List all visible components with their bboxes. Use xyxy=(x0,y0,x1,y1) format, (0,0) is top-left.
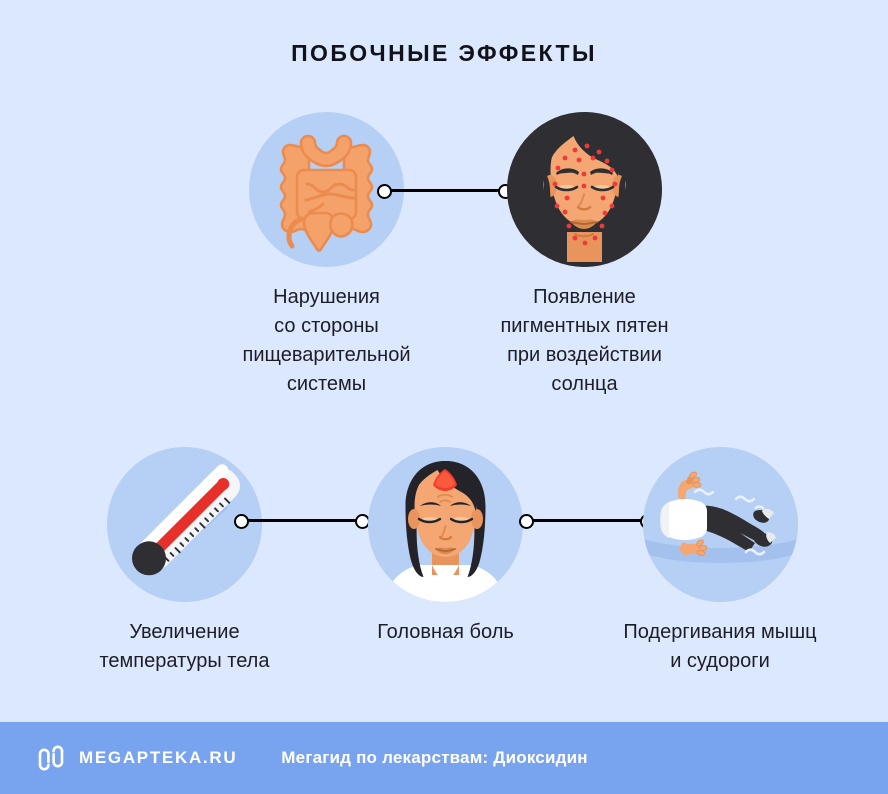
effect-caption-pigment-spots: Появление пигментных пятен при воздейств… xyxy=(500,286,669,395)
connector-row2-left xyxy=(234,512,370,529)
effect-item-pigment-spots: Появление пигментных пятен при воздейств… xyxy=(467,112,702,399)
connector-node-start xyxy=(234,513,249,529)
thermometer-icon xyxy=(107,447,262,602)
effect-caption-fever: Увеличение температуры тела xyxy=(99,621,270,672)
connector-line xyxy=(525,518,649,522)
effect-icon-circle-headache xyxy=(368,447,523,602)
footer-brand-label[interactable]: MEGAPTEKA.RU xyxy=(79,748,238,767)
page-title: ПОБОЧНЫЕ ЭФФЕКТЫ xyxy=(291,40,597,66)
footer-bar: MEGAPTEKA.RU Мегагид по лекарствам: Диок… xyxy=(0,722,888,794)
connector-node-start xyxy=(519,513,534,529)
convulsing-person-icon xyxy=(642,447,798,602)
intestines-icon xyxy=(279,134,374,252)
face-with-pigment-spots-icon xyxy=(507,112,662,267)
effect-item-digestive: Нарушения со стороны пищеварительной сис… xyxy=(214,112,439,399)
connector-node-start xyxy=(377,183,392,199)
effect-caption-digestive: Нарушения со стороны пищеварительной сис… xyxy=(242,286,411,395)
connector-line xyxy=(383,188,507,192)
connector-line xyxy=(240,518,364,522)
effect-item-headache: Головная боль xyxy=(368,447,523,647)
effect-item-convulsions: Подергивания мышц и судороги xyxy=(590,447,850,676)
effect-caption-headache: Головная боль xyxy=(377,621,514,643)
footer-caption-label: Мегагид по лекарствам: Диоксидин xyxy=(281,748,588,767)
effect-icon-circle-fever xyxy=(107,447,262,602)
megapteka-m-logo-icon xyxy=(36,743,66,773)
effect-caption-convulsions: Подергивания мышц и судороги xyxy=(623,621,817,672)
headache-face-icon xyxy=(368,447,523,602)
effect-item-fever: Увеличение температуры тела xyxy=(72,447,297,676)
effect-icon-circle-convulsions xyxy=(642,447,798,602)
effect-icon-circle-pigment-spots xyxy=(507,112,662,267)
